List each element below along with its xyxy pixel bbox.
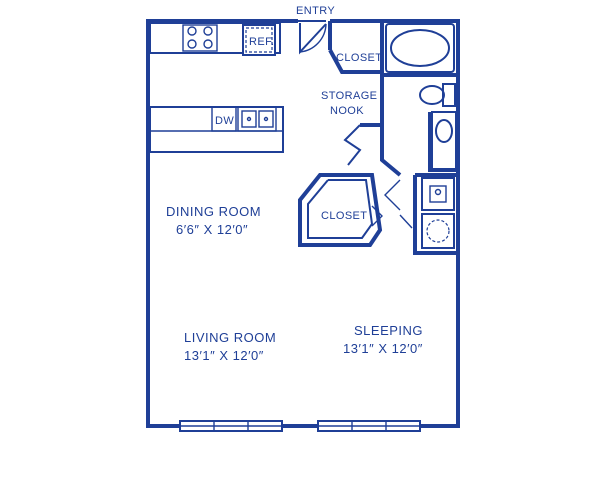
dryer-icon	[421, 213, 455, 249]
storage-label-2: NOOK	[330, 105, 364, 117]
outer-walls	[146, 19, 460, 428]
dining-room-dimensions: 6′6″ X 12′0″	[176, 222, 248, 237]
dishwasher-label: DW	[215, 115, 234, 127]
kitchen-counter-top	[149, 22, 281, 56]
refrigerator-icon	[242, 24, 276, 56]
storage-label-1: STORAGE	[321, 90, 377, 102]
window-left	[179, 420, 283, 432]
laundry-area	[384, 173, 458, 255]
vanity-icon	[431, 111, 457, 171]
entry-door	[298, 20, 327, 55]
storage-nook	[343, 72, 384, 166]
sleeping-name: SLEEPING	[354, 323, 423, 338]
closet-top	[328, 21, 384, 74]
entry-label: ENTRY	[296, 5, 335, 17]
living-room-dimensions: 13′1″ X 12′0″	[184, 348, 264, 363]
sleeping-dimensions: 13′1″ X 12′0″	[343, 341, 423, 356]
toilet-icon	[419, 83, 456, 107]
closet-mid	[298, 173, 383, 247]
bathtub-icon	[385, 23, 455, 73]
washer-icon	[421, 177, 455, 211]
living-room-name: LIVING ROOM	[184, 330, 276, 345]
sink-icon	[237, 106, 277, 132]
dining-room-name: DINING ROOM	[166, 204, 261, 219]
dishwasher-icon	[211, 106, 237, 132]
stove-icon	[182, 24, 218, 52]
refrigerator-label: REF.	[249, 36, 274, 48]
bathroom	[380, 23, 458, 177]
window-right	[317, 420, 421, 432]
kitchen-island	[149, 106, 284, 153]
closet-top-label: CLOSET	[336, 52, 382, 64]
closet-mid-label: CLOSET	[321, 210, 367, 222]
